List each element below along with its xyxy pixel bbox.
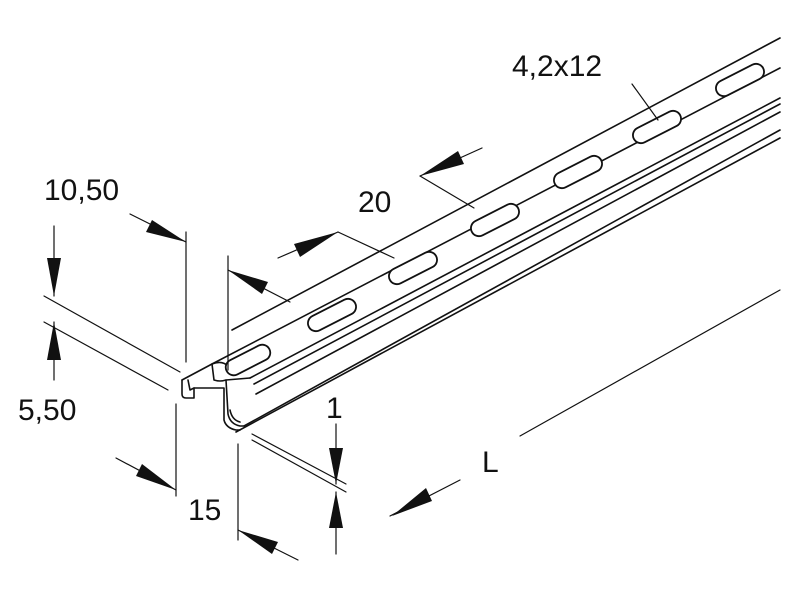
arrow-lip-left bbox=[146, 220, 186, 242]
arrow-width-right bbox=[238, 530, 278, 554]
arrow-height-top bbox=[47, 258, 61, 296]
arrow-pitch-right bbox=[420, 151, 464, 176]
slots bbox=[224, 62, 765, 377]
dim-pitch: 20 bbox=[277, 147, 483, 259]
label-pitch: 20 bbox=[358, 186, 391, 219]
dim-slot: 4,2x12 bbox=[512, 50, 659, 121]
arrow-lip-right bbox=[228, 270, 268, 294]
arrow-width-left bbox=[136, 464, 176, 490]
arrow-pitch-left bbox=[294, 232, 338, 257]
dim-width: 15 bbox=[115, 403, 299, 561]
dim-height: 5,50 bbox=[18, 225, 181, 427]
slot-4 bbox=[470, 202, 520, 238]
slot-1 bbox=[224, 343, 272, 377]
label-lip-width: 10,50 bbox=[44, 174, 119, 207]
label-width: 15 bbox=[188, 494, 221, 527]
arrow-height-bottom bbox=[47, 322, 61, 360]
arrow-thickness-top bbox=[329, 448, 343, 484]
slot-7 bbox=[715, 62, 765, 98]
arrow-length bbox=[392, 488, 432, 516]
slot-6 bbox=[632, 109, 682, 145]
label-height: 5,50 bbox=[18, 394, 76, 427]
dim-lip-width: 10,50 bbox=[44, 174, 291, 371]
dim-thickness: 1 bbox=[251, 392, 347, 555]
slot-3 bbox=[388, 250, 438, 286]
label-slot: 4,2x12 bbox=[512, 50, 602, 83]
label-thickness: 1 bbox=[326, 392, 343, 425]
dim-length: L bbox=[389, 446, 499, 517]
slot-5 bbox=[553, 154, 603, 190]
slot-2 bbox=[307, 297, 357, 333]
label-length: L bbox=[482, 446, 499, 479]
rail-body bbox=[181, 37, 781, 437]
arrow-thickness-bottom bbox=[329, 492, 343, 528]
